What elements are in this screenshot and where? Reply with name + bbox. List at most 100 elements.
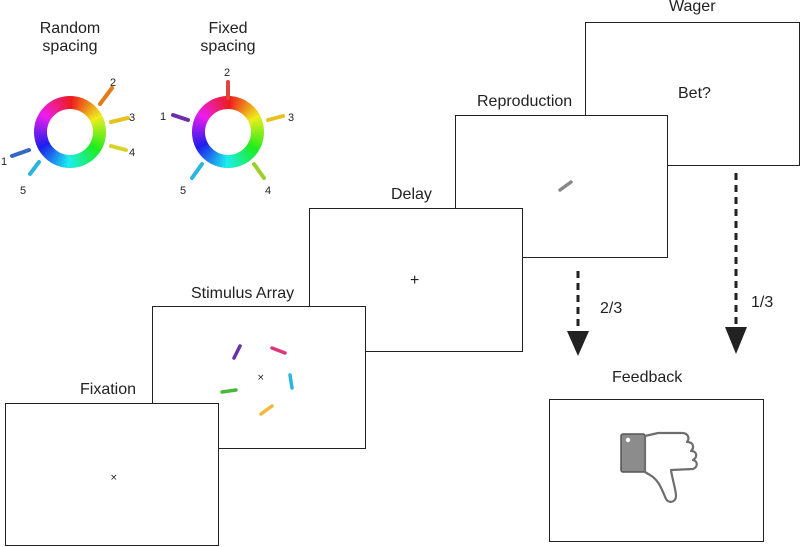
random-wheel-segment (60, 96, 67, 110)
fixed-label-3: 3 (288, 112, 294, 124)
fixed-wheel-segment (250, 132, 264, 136)
fixed-wheel-segment (198, 108, 211, 119)
fixed-wheel-segment (249, 137, 263, 145)
random-tick-1 (10, 148, 31, 158)
stimulus-array-label: Stimulus Array (191, 285, 295, 302)
fixed-wheel-segment (245, 145, 258, 156)
fixed-tick-5 (190, 162, 204, 180)
random-label-1: 1 (1, 156, 7, 168)
fixed-wheel-segment (240, 149, 252, 162)
random-wheel-ring (34, 96, 106, 168)
fixed-wheel-segment (231, 154, 238, 168)
fixed-wheel-segment (210, 99, 219, 113)
stimulus-bar-cyan (288, 373, 294, 390)
random-wheel-segment (87, 145, 100, 156)
fixed-wheel-segment (250, 128, 264, 133)
random-tick-2 (98, 86, 114, 106)
fixed-wheel-segment (247, 141, 261, 151)
random-wheel-segment (57, 97, 65, 111)
fixed-wheel-segment (224, 154, 228, 168)
fixed-wheel-segment (192, 122, 206, 129)
feedback-frame (549, 399, 764, 542)
fixed-wheel-segment (202, 104, 214, 116)
fixation-label: Fixation (80, 381, 137, 398)
random-wheel-segment (35, 119, 49, 127)
fixed-wheel-segment (247, 114, 261, 123)
random-wheel-segment (82, 149, 94, 162)
fixed-wheel-segment (195, 141, 209, 150)
fixed-wheel-segment (209, 151, 219, 165)
random-wheel-segment (38, 110, 52, 121)
random-wheel-segment (34, 128, 48, 132)
fixed-wheel-segment (200, 146, 212, 158)
random-wheel-segment (77, 98, 86, 112)
fixed-wheel-segment (248, 139, 262, 148)
fixed-wheel-segment (230, 96, 235, 110)
fixed-label-5: 5 (180, 185, 186, 197)
random-wheel-segment (72, 96, 77, 110)
random-spacing-title: Random spacing (22, 20, 118, 56)
random-wheel-segment (52, 99, 61, 113)
fixed-wheel-segment (237, 99, 247, 113)
random-wheel-segment (92, 134, 106, 139)
fixed-wheel-segment (242, 104, 254, 116)
random-wheel-segment (73, 96, 80, 110)
fixed-wheel-segment (204, 149, 215, 162)
fixed-wheel-segment (215, 97, 223, 111)
random-wheel-segment (84, 148, 96, 160)
fixed-label-4: 4 (265, 185, 271, 197)
fixed-wheel-segment (250, 122, 264, 129)
fixed-wheel-segment (221, 154, 226, 168)
fixed-wheel-segment (193, 119, 207, 127)
fixation-canvas: × (110, 473, 118, 483)
random-wheel-segment (90, 139, 104, 148)
fixed-wheel-segment (231, 96, 238, 110)
random-wheel-segment (88, 111, 102, 121)
random-wheel-segment (63, 154, 68, 168)
random-wheel-segment (60, 154, 67, 168)
fixed-wheel-segment (248, 116, 262, 125)
random-tick-5 (28, 160, 41, 176)
random-wheel-segment (92, 128, 106, 133)
thumbs-down-cuff-dot (625, 437, 631, 443)
random-wheel: 2 3 4 5 1 (1, 77, 135, 197)
stimulus-bar-pink (270, 346, 287, 355)
random-wheel-segment (81, 100, 92, 114)
fixed-wheel-segment (239, 100, 250, 114)
random-wheel-segment (88, 143, 102, 154)
random-wheel-segment (51, 151, 61, 165)
fixed-wheel-segment (227, 154, 232, 168)
no-feedback-branch-arrowhead (725, 327, 747, 354)
random-wheel-segment (75, 153, 83, 167)
fixed-wheel-segment (196, 110, 210, 121)
reproduction-label: Reproduction (477, 93, 573, 110)
fixed-wheel-segment (233, 153, 241, 167)
random-wheel-segment (73, 154, 80, 168)
fixed-wheel-segment (218, 96, 225, 110)
reproduction-canvas (558, 180, 573, 192)
random-tick-4 (109, 144, 128, 152)
random-wheel-segment (57, 153, 65, 167)
fixed-wheel-segment (237, 151, 246, 165)
random-wheel-segment (69, 154, 74, 168)
no-feedback-probability: 1/3 (751, 294, 774, 311)
random-spacing-title-line1: Random (39, 20, 101, 37)
random-wheel-segment (92, 135, 106, 142)
fixed-wheel-segment (241, 102, 252, 115)
probe-bar (558, 180, 573, 192)
fixed-wheel-segment (250, 134, 264, 139)
random-wheel-segment (54, 152, 63, 166)
random-wheel-segment (79, 99, 89, 113)
fixed-label-1: 1 (160, 111, 166, 123)
fixed-wheel-segment (204, 102, 216, 115)
stimulus-fixation-mark: × (257, 373, 265, 383)
random-wheel-segment (81, 150, 91, 164)
delay-label: Delay (391, 186, 432, 203)
fixed-wheel-segment (193, 137, 207, 145)
fixed-tick-1 (171, 113, 190, 122)
stimulus-canvas: × (220, 344, 294, 416)
fixed-wheel-segment (192, 128, 206, 132)
fixed-wheel-segment (194, 116, 208, 125)
random-wheel-segment (54, 98, 63, 112)
